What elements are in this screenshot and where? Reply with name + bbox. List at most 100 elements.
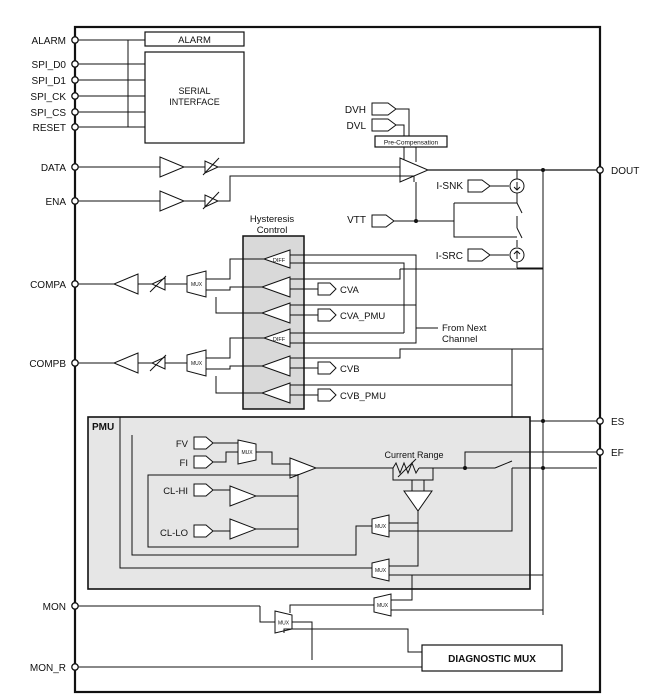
label-clhi: CL-HI [163,486,188,497]
pmu-main-amp [289,457,318,479]
diff-b-comparator [262,328,291,348]
data-ena-path [78,156,415,212]
compare-outputs: MUX MUX [78,258,264,394]
output-mux-label: MUX [278,621,290,627]
pmu-input-mux [237,439,257,465]
ena-buffer [159,190,186,212]
compb-mux [186,349,207,377]
current-range-label: Current Range [384,450,443,460]
from-next-2: Channel [442,334,477,345]
sense-mux-label: MUX [375,524,387,530]
cvb-comparator [260,355,291,377]
fi-input [193,455,214,469]
isrc-input [467,248,491,262]
diagnostic-mux-box [421,644,563,672]
from-next-1: From Next [442,323,487,334]
pin-compa [71,280,79,288]
label-spi-d0: SPI_D0 [32,60,67,71]
label-spi-cs: SPI_CS [30,108,66,119]
pin-data [71,163,79,171]
label-compb: COMPB [29,359,66,370]
current-range-resistor [392,461,420,475]
pre-compensation-box [374,135,448,148]
hyst-label-1: Hysteresis [250,214,295,225]
serial-label-2: INTERFACE [169,97,220,107]
diagnostic-mux-label: DIAGNOSTIC MUX [448,654,536,665]
compa-mux [186,270,207,298]
fv-input [193,436,214,450]
label-vtt: VTT [347,215,366,226]
label-compa: COMPA [30,280,66,291]
cva-comparator [260,276,291,298]
cllo-amp [229,518,258,540]
pmu-label: PMU [92,422,114,433]
pmu-section: PMU FV FI MUX Current Range CL-HI CL-LO [87,385,597,590]
monitor-mux [373,593,392,617]
label-cvb-pmu: CVB_PMU [340,391,386,402]
dvl-input [371,118,397,132]
label-cllo: CL-LO [160,528,188,539]
label-mon-r: MON_R [30,663,66,674]
cvb-pmu-input [317,388,337,402]
hysteresis-section: Hysteresis Control DIFF DIFF CVA CVA_PMU… [242,214,543,410]
pmu-output-mux-label: MUX [375,568,387,574]
label-data: DATA [41,163,67,174]
diff-b-label: DIFF [273,337,286,343]
label-fv: FV [176,439,189,450]
clamp-loop [147,474,299,548]
diff-a-label: DIFF [273,258,286,264]
pin-compb [71,359,79,367]
left-pins: ALARM SPI_D0 SPI_D1 SPI_CK SPI_CS RESET … [29,36,79,674]
load-section: I-SNK VTT I-SRC [347,170,544,615]
pin-ena [71,197,79,205]
label-ef: EF [611,448,624,459]
serial-label-1: SERIAL [178,86,210,96]
dvh-input [371,102,397,116]
driver-levels: DVH DVL Pre-Compensation [345,102,597,183]
label-spi-ck: SPI_CK [30,92,66,103]
cvb-pmu-comparator [260,382,291,404]
pin-mon [71,602,79,610]
label-ena: ENA [45,197,66,208]
data-buffer [159,156,186,178]
right-pins: DOUT ES EF [596,166,639,459]
cva-pmu-comparator [260,302,291,324]
monitor-mux-label: MUX [377,603,389,609]
label-cva-pmu: CVA_PMU [340,311,385,322]
cvb-input [317,361,337,375]
label-fi: FI [180,458,188,469]
compa-mux-label: MUX [191,282,203,288]
cva-input [317,282,337,296]
pin-spi-d1 [71,76,79,84]
pin-spi-ck [71,92,79,100]
pin-es [596,417,604,425]
label-cva: CVA [340,285,359,296]
sense-mux [371,514,390,538]
pin-dout [596,166,604,174]
vtt-input [371,214,395,228]
label-cvb: CVB [340,364,360,375]
pin-mon-r [71,663,79,671]
clhi-input [193,483,214,497]
label-isrc: I-SRC [436,251,463,262]
alarm-box-label: ALARM [178,35,211,46]
current-sense-amp [403,490,433,512]
label-es: ES [611,417,625,428]
isnk-input [467,179,491,193]
pmu-output-mux [371,558,390,582]
monitor-section: MUX MUX DIAGNOSTIC MUX [78,419,597,672]
pmu-input-mux-label: MUX [241,450,253,456]
compb-mux-label: MUX [191,361,203,367]
alarm-box [144,31,245,47]
pmu-box [87,416,531,590]
pin-ef [596,448,604,456]
hyst-label-2: Control [257,225,288,236]
pin-alarm [71,36,79,44]
label-dvl: DVL [347,121,367,132]
hysteresis-box [242,235,305,410]
label-alarm: ALARM [32,36,66,47]
diff-a-comparator [262,249,291,269]
clhi-amp [229,485,258,507]
label-reset: RESET [33,123,66,134]
